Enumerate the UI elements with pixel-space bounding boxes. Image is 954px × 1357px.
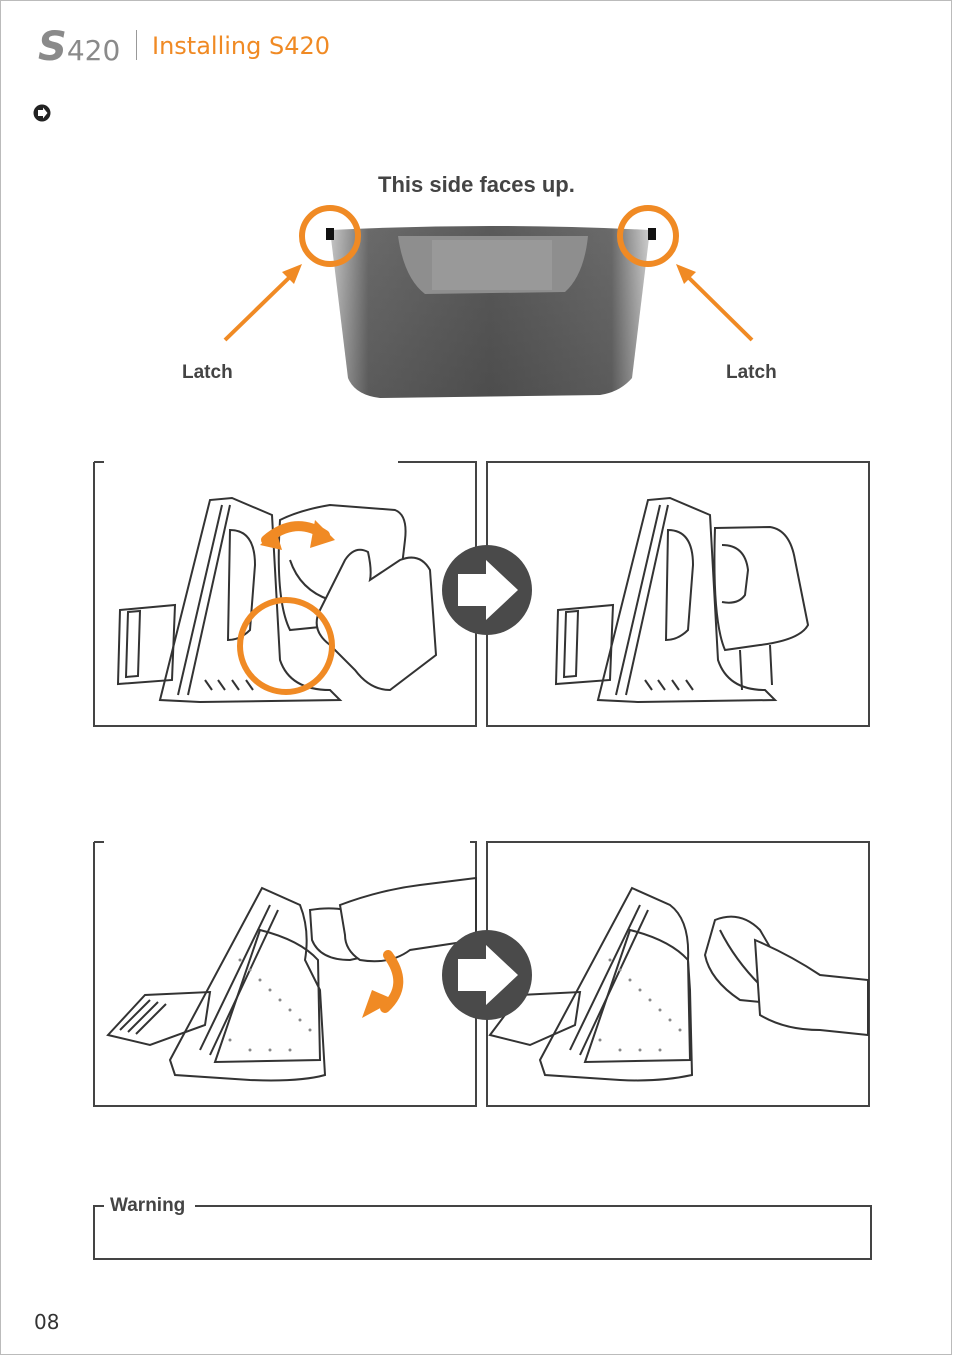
section-title: Installing S420: [152, 32, 331, 60]
product-logo: S 420: [38, 24, 121, 70]
next-step-arrow-icon: [442, 545, 532, 635]
rotate-arrow-icon: [260, 520, 335, 550]
latch-label-right: Latch: [726, 362, 777, 383]
pointer-arrow-right: [676, 264, 754, 342]
step1-panel-right: [486, 461, 870, 727]
pointer-arrow-left: [223, 264, 302, 342]
header-divider: [136, 30, 137, 60]
latch-highlight-right: [617, 205, 679, 267]
figure-caption: This side faces up.: [378, 172, 575, 197]
step1-panel-left: [93, 461, 477, 727]
step2-panel-right: [486, 841, 870, 1107]
warning-label: Warning: [106, 1195, 190, 1217]
latch-label-left: Latch: [182, 362, 233, 383]
circle-arrow-bullet-icon: [33, 104, 51, 122]
page-number: 08: [34, 1310, 60, 1334]
logo-letter: S: [38, 24, 67, 70]
step2-panel-left: [93, 841, 477, 1107]
filter-illustration: [326, 226, 656, 398]
next-step-arrow-icon: [442, 930, 532, 1020]
latch-highlight-left: [299, 205, 361, 267]
warning-box: [93, 1205, 872, 1260]
logo-number: 420: [66, 34, 121, 67]
